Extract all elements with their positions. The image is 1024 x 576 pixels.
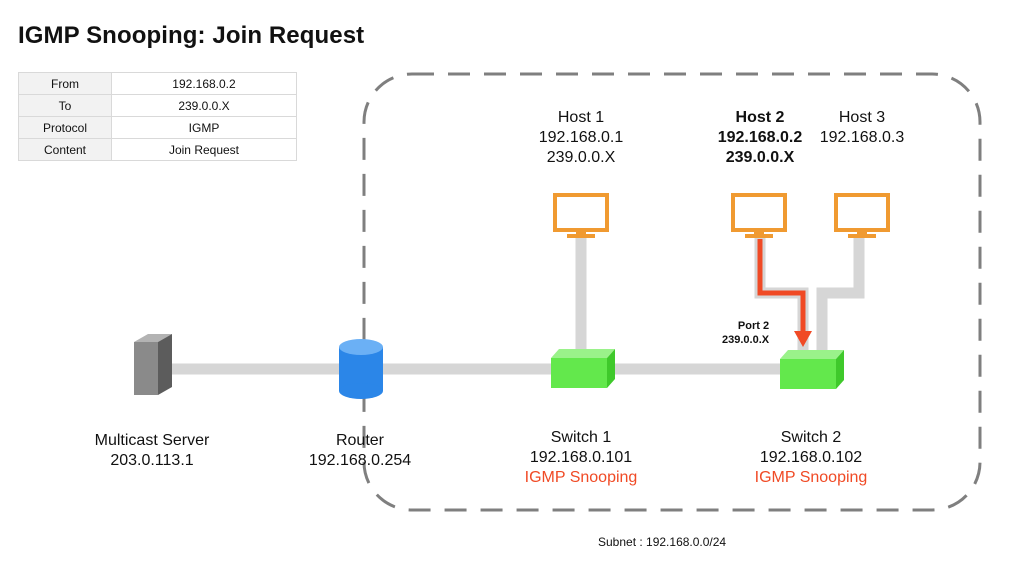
switch-2-icon (780, 350, 844, 389)
port-group: 239.0.0.X (722, 334, 770, 346)
switch-2-ip: 192.168.0.102 (759, 449, 863, 466)
network-links (168, 236, 865, 375)
packet-info-table: From 192.168.0.2 To 239.0.0.X Protocol I… (18, 72, 297, 161)
switch-1-icon (551, 349, 615, 388)
host-1-group: 239.0.0.X (546, 149, 616, 166)
host-2-monitor-icon (731, 193, 787, 238)
host-1-name: Host 1 (557, 109, 605, 126)
subnet-label: Subnet : 192.168.0.0/24 (598, 535, 727, 549)
link-host3-switch2 (816, 236, 865, 350)
host-1-label: Host 1 192.168.0.1 239.0.0.X (539, 108, 624, 168)
host-1-ip: 192.168.0.1 (538, 129, 624, 146)
table-key: Content (18, 138, 112, 161)
router-label: Router 192.168.0.254 (309, 431, 411, 471)
router-ip: 192.168.0.254 (308, 452, 412, 469)
multicast-server-icon (134, 334, 172, 395)
table-key: Protocol (18, 116, 112, 139)
server-name: Multicast Server (94, 432, 210, 449)
router-icon (339, 339, 383, 399)
switch-2-label: Switch 2 192.168.0.102 IGMP Snooping (755, 428, 868, 488)
table-row: From 192.168.0.2 (18, 72, 297, 95)
host-2-group: 239.0.0.X (725, 149, 795, 166)
table-value: 192.168.0.2 (111, 72, 297, 95)
host-1-monitor-icon (553, 193, 609, 238)
host-3-monitor-icon (834, 193, 890, 238)
join-request-arrow (757, 239, 812, 347)
router-name: Router (335, 432, 385, 449)
port-name: Port 2 (737, 320, 770, 332)
port-2-label: Port 2 239.0.0.X (722, 319, 769, 347)
table-row: Content Join Request (18, 138, 297, 161)
switch-2-snooping: IGMP Snooping (754, 469, 868, 486)
host-2-ip: 192.168.0.2 (717, 129, 803, 146)
table-value: IGMP (111, 116, 297, 139)
switch-1-ip: 192.168.0.101 (529, 449, 633, 466)
subnet-boundary (362, 72, 982, 512)
server-ip: 203.0.113.1 (110, 452, 194, 469)
table-row: Protocol IGMP (18, 116, 297, 139)
host-3-name: Host 3 (838, 109, 886, 126)
host-2-label: Host 2 192.168.0.2 239.0.0.X (718, 108, 803, 168)
switch-1-snooping: IGMP Snooping (524, 469, 638, 486)
host-3-ip: 192.168.0.3 (819, 129, 905, 146)
table-value: Join Request (111, 138, 297, 161)
switch-1-name: Switch 1 (550, 429, 612, 446)
host-2-name: Host 2 (735, 109, 785, 126)
server-label: Multicast Server 203.0.113.1 (95, 431, 210, 471)
page-title: IGMP Snooping: Join Request (18, 22, 365, 49)
switch-1-label: Switch 1 192.168.0.101 IGMP Snooping (525, 428, 638, 488)
switch-2-name: Switch 2 (780, 429, 842, 446)
host-3-label: Host 3 192.168.0.3 (820, 108, 905, 148)
